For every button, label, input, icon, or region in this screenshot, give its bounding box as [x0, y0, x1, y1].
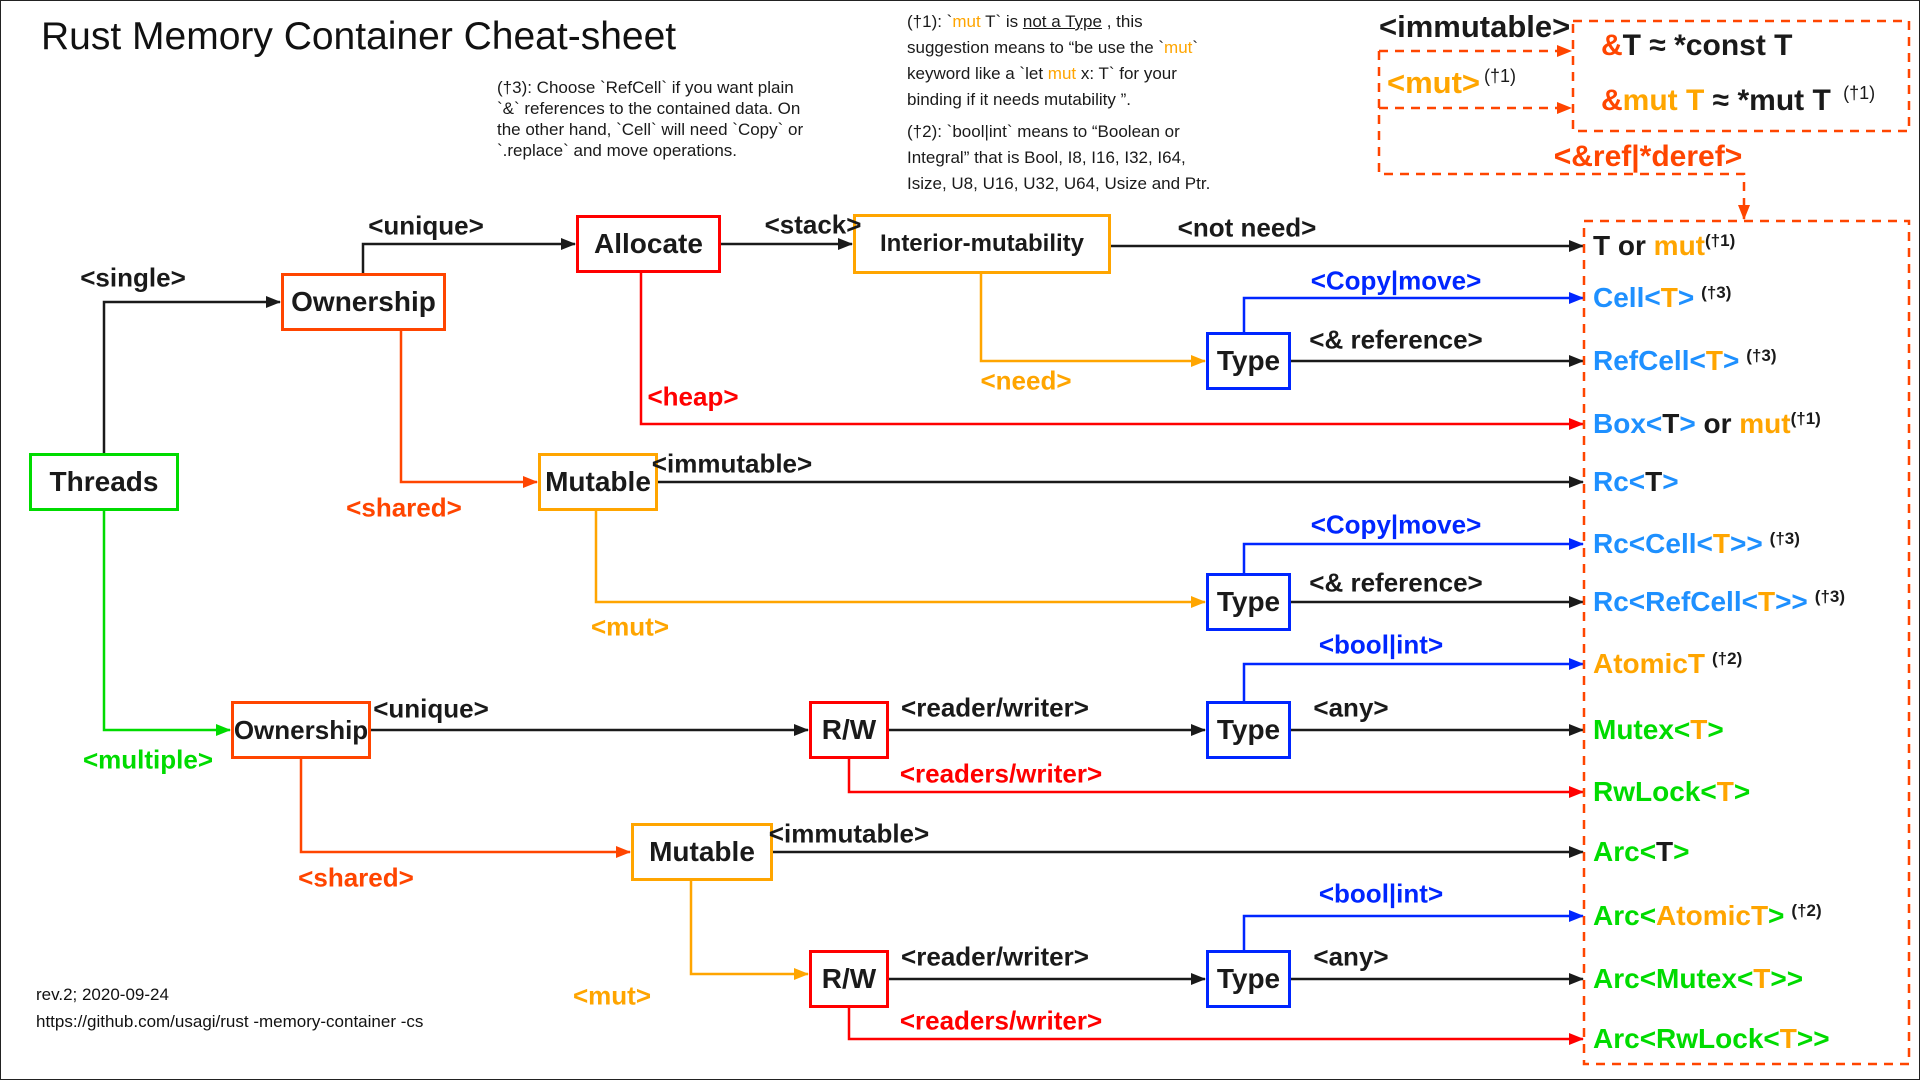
result-item-7: Rc<RefCell<T>>(†3) — [1593, 586, 1846, 617]
node-mutable-1: Mutable — [538, 453, 658, 511]
result-item-10: RwLock<T> — [1593, 776, 1751, 807]
footnote-2-line: (†2): `bool|int` means to “Boolean or — [907, 122, 1180, 141]
revision-text: rev.2; 2020-09-24 — [36, 985, 169, 1004]
edge-label-single: <single> — [80, 262, 186, 293]
pointer-immutable-label: <immutable> — [1379, 9, 1571, 44]
node-rw-1: R/W — [809, 701, 889, 759]
edge-label-unique-2: <unique> — [373, 693, 489, 724]
ref-deref-label: <&ref|*deref> — [1553, 140, 1743, 173]
result-item-6: Rc<Cell<T>>(†3) — [1593, 528, 1800, 559]
footnote-1-line: binding if it needs mutability ”. — [907, 90, 1131, 109]
edge-label-mut-1: <mut> — [590, 611, 670, 642]
edge-multiple — [102, 511, 231, 736]
edge-shared-1 — [399, 331, 538, 488]
edge-mut-2 — [689, 881, 809, 980]
edge-label-mut-2: <mut> — [572, 980, 652, 1011]
edge-readers-writer-1 — [847, 759, 1584, 798]
edge-bool-int-1 — [1242, 658, 1584, 701]
node-allocate: Allocate — [576, 215, 721, 273]
node-ownership-2: Ownership — [231, 701, 371, 759]
node-rw-2: R/W — [809, 950, 889, 1008]
footnote-3-line: the other hand, `Cell` will need `Copy` … — [497, 120, 804, 139]
result-item-8: AtomicT(†2) — [1593, 648, 1743, 679]
footnote-2: (†2): `bool|int` means to “Boolean or In… — [907, 119, 1210, 197]
edge-label-copy-move-1: <Copy|move> — [1310, 265, 1482, 296]
node-type-1: Type — [1206, 332, 1291, 390]
edge-label-reader-writer-2: <reader/writer> — [901, 941, 1089, 972]
footnote-2-line: Isize, U8, U16, U32, U64, Usize and Ptr. — [907, 174, 1211, 193]
result-item-4: Box<T> or mut(†1) — [1593, 408, 1821, 439]
edge-label-copy-move-2: <Copy|move> — [1310, 509, 1482, 540]
result-item-1: T or mut(†1) — [1593, 230, 1736, 261]
edge-heap — [639, 273, 1584, 430]
pointer-mut-label: <mut>(†1) — [1387, 65, 1517, 100]
result-item-9: Mutex<T> — [1593, 714, 1724, 745]
ref-mut-equivalence: &mut T ≈ *mut T (†1) — [1601, 83, 1876, 117]
edge-readers-writer-2 — [847, 1008, 1584, 1045]
footnote-2-line: Integral” that is Bool, I8, I16, I32, I6… — [907, 148, 1186, 167]
edge-label-shared-2: <shared> — [298, 862, 414, 893]
node-mutable-2: Mutable — [631, 823, 773, 881]
edge-label-shared-1: <shared> — [346, 492, 462, 523]
result-item-2: Cell<T>(†3) — [1593, 282, 1732, 313]
results-dashed-box — [1582, 219, 1911, 1066]
edge-label-immutable-2: <immutable> — [768, 818, 930, 849]
edge-label-reference-1: <& reference> — [1309, 324, 1483, 355]
footnote-1-line: (†1): `mut T` is not a Type , this — [907, 12, 1143, 31]
page-title: Rust Memory Container Cheat-sheet — [41, 15, 677, 58]
edge-label-readers-writer-1: <readers/writer> — [899, 758, 1103, 789]
edge-copy-move-2 — [1242, 538, 1584, 573]
node-type-2: Type — [1206, 573, 1291, 631]
edge-label-bool-int-2: <bool|int> — [1318, 878, 1444, 909]
edge-label-need: <need> — [980, 365, 1072, 396]
footer: rev.2; 2020-09-24 https://github.com/usa… — [36, 981, 423, 1035]
node-type-4: Type — [1206, 950, 1291, 1008]
equivalence-dashed-box — [1571, 19, 1911, 133]
edge-unique-1 — [361, 238, 576, 273]
edge-single — [102, 296, 281, 453]
edge-label-reference-2: <& reference> — [1309, 567, 1483, 598]
edge-label-heap: <heap> — [647, 381, 739, 412]
edge-label-stack: <stack> — [764, 209, 862, 240]
edge-label-readers-writer-2: <readers/writer> — [899, 1005, 1103, 1036]
result-item-14: Arc<RwLock<T>> — [1593, 1023, 1830, 1054]
node-type-3: Type — [1206, 701, 1291, 759]
result-item-13: Arc<Mutex<T>> — [1593, 963, 1804, 994]
edge-label-any-1: <any> — [1313, 692, 1389, 723]
node-interior-mutability: Interior-mutability — [853, 214, 1111, 274]
edge-shared-2 — [299, 759, 631, 858]
result-item-11: Arc<T> — [1593, 836, 1690, 867]
edge-label-multiple: <multiple> — [82, 744, 214, 775]
node-threads: Threads — [29, 453, 179, 511]
result-item-12: Arc<AtomicT>(†2) — [1593, 900, 1822, 931]
footnote-3-line: `.replace` and move operations. — [497, 141, 738, 160]
footnote-1-line: keyword like a `let mut x: T` for your — [907, 64, 1177, 83]
dashed-ref-deref-connector — [1377, 51, 1750, 220]
repo-url: https://github.com/usagi/rust -memory-co… — [36, 1012, 424, 1031]
result-item-5: Rc<T> — [1593, 466, 1679, 497]
edge-label-any-2: <any> — [1313, 941, 1389, 972]
edge-label-not-need: <not need> — [1177, 212, 1317, 243]
edge-need — [979, 274, 1206, 367]
footnote-1: (†1): `mut T` is not a Type , this sugge… — [907, 9, 1198, 113]
edge-bool-int-2 — [1242, 910, 1584, 950]
result-item-3: RefCell<T>(†3) — [1593, 345, 1777, 376]
edge-mut-1 — [594, 511, 1206, 608]
ref-const-equivalence: &T ≈ *const T — [1601, 29, 1793, 62]
node-ownership-1: Ownership — [281, 273, 446, 331]
edge-label-immutable-1: <immutable> — [651, 448, 813, 479]
edge-label-reader-writer-1: <reader/writer> — [901, 692, 1089, 723]
edge-label-unique-1: <unique> — [368, 210, 484, 241]
edge-label-bool-int-1: <bool|int> — [1318, 629, 1444, 660]
footnote-3-line: `&` references to the contained data. On — [497, 99, 801, 118]
footnote-3-line: (†3): Choose `RefCell` if you want plain — [497, 78, 794, 97]
edge-copy-move-1 — [1242, 292, 1584, 332]
footnote-3: (†3): Choose `RefCell` if you want plain… — [497, 77, 803, 161]
footnote-1-line: suggestion means to “be use the `mut` — [907, 38, 1199, 57]
